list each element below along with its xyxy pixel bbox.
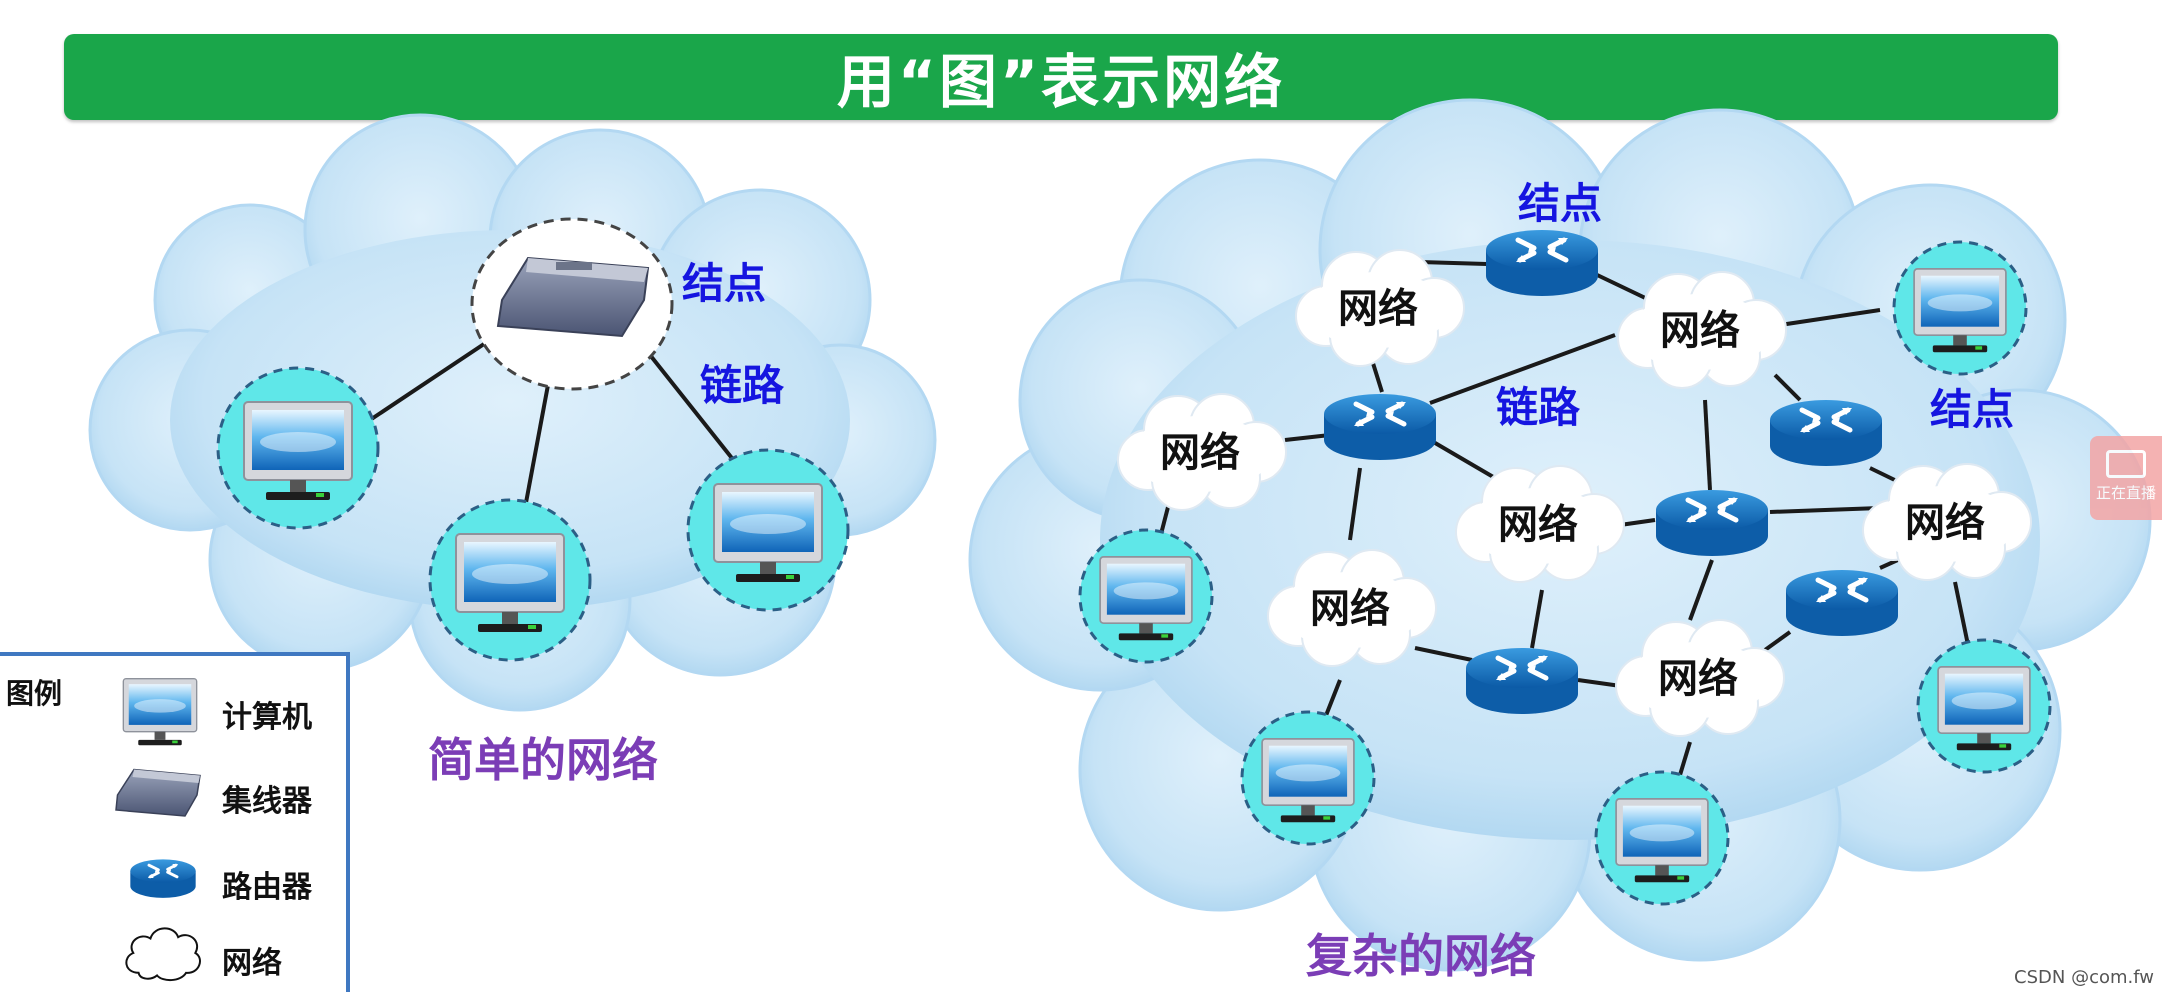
link-line: [1953, 581, 1970, 646]
svg-text:网络: 网络: [1498, 502, 1578, 548]
cloud-icon: 网络: [1455, 465, 1625, 583]
router-icon: [1466, 648, 1578, 714]
simple-node-label: 结点: [682, 259, 766, 308]
computer-icon: [122, 678, 198, 746]
link-line: [523, 384, 550, 509]
svg-text:网络: 网络: [1338, 286, 1418, 332]
legend-panel: 图例 计算机 集线器 路由器 网络: [0, 652, 350, 992]
complex-computers: [1078, 240, 2052, 906]
hub-icon: [115, 768, 201, 817]
simple-caption: 简单的网络: [428, 733, 658, 787]
link-line: [1688, 559, 1714, 621]
computer-icon: [1916, 638, 2052, 774]
cloud-icon: 网络: [1615, 619, 1785, 737]
simple-computers: [216, 366, 850, 662]
link-line: [1370, 359, 1384, 393]
complex-link-label: 链路: [1496, 383, 1581, 432]
legend-label-network: 网络: [222, 946, 282, 981]
link-line: [1429, 333, 1616, 405]
svg-text:网络: 网络: [1660, 308, 1740, 354]
cloud-icon: 网络: [1117, 393, 1287, 511]
hub-node: [470, 217, 674, 391]
watermark: CSDN @com.fw: [2014, 967, 2154, 988]
cloud-icon: 网络: [1617, 271, 1787, 389]
svg-text:网络: 网络: [1160, 430, 1240, 476]
router-icon: [1486, 230, 1598, 296]
link-line: [1773, 373, 1802, 402]
computer-icon: [1892, 240, 2028, 376]
cloud-icon: [125, 927, 201, 982]
link-line: [1779, 308, 1881, 327]
link-line: [1769, 506, 1881, 514]
complex-node-label-right: 结点: [1930, 385, 2014, 434]
legend-label-router: 路由器: [222, 870, 312, 905]
link-line: [1323, 679, 1342, 719]
live-badge-text: 正在直播: [2095, 484, 2156, 502]
link-line: [1348, 467, 1362, 541]
cloud-icon: 网络: [1295, 249, 1465, 367]
router-icon: [1656, 490, 1768, 556]
live-icon: [2106, 450, 2146, 478]
legend-title: 图例: [6, 677, 63, 710]
link-line: [1428, 438, 1497, 480]
svg-text:网络: 网络: [1905, 500, 1985, 546]
complex-clouds: 网络 网络 网络 网络 网络 网络 网络: [1117, 249, 2032, 737]
computer-icon: [686, 448, 850, 612]
legend-label-computer: 计算机: [222, 700, 312, 735]
link-line: [1619, 518, 1656, 527]
link-line: [1703, 399, 1712, 491]
simple-link-label: 链路: [700, 361, 785, 410]
complex-caption: 复杂的网络: [1306, 929, 1536, 983]
computer-icon: [216, 366, 380, 530]
computer-icon: [1594, 770, 1730, 906]
title-banner: 用“图”表示网络: [64, 34, 2058, 120]
link-line: [1763, 630, 1792, 652]
router-icon: [1770, 400, 1882, 466]
link-line: [368, 338, 492, 422]
router-icon: [128, 857, 198, 900]
link-line: [1530, 589, 1544, 649]
svg-text:网络: 网络: [1658, 656, 1738, 702]
live-badge[interactable]: 正在直播: [2090, 436, 2162, 520]
link-line: [1284, 433, 1331, 442]
link-line: [1678, 741, 1692, 776]
link-line: [1414, 646, 1473, 662]
legend-label-hub: 集线器: [222, 784, 312, 819]
link-line: [648, 353, 737, 464]
router-icon: [1786, 570, 1898, 636]
computer-icon: [1078, 528, 1214, 664]
computer-icon: [428, 498, 592, 662]
page-title: 用“图”表示网络: [836, 48, 1286, 116]
cloud-icon: 网络: [1862, 463, 2032, 581]
svg-text:网络: 网络: [1310, 586, 1390, 632]
simple-links: [368, 338, 737, 509]
computer-icon: [1240, 710, 1376, 846]
cloud-icon: 网络: [1267, 549, 1437, 667]
router-icon: [1324, 394, 1436, 460]
complex-node-label-top: 结点: [1518, 179, 1602, 228]
